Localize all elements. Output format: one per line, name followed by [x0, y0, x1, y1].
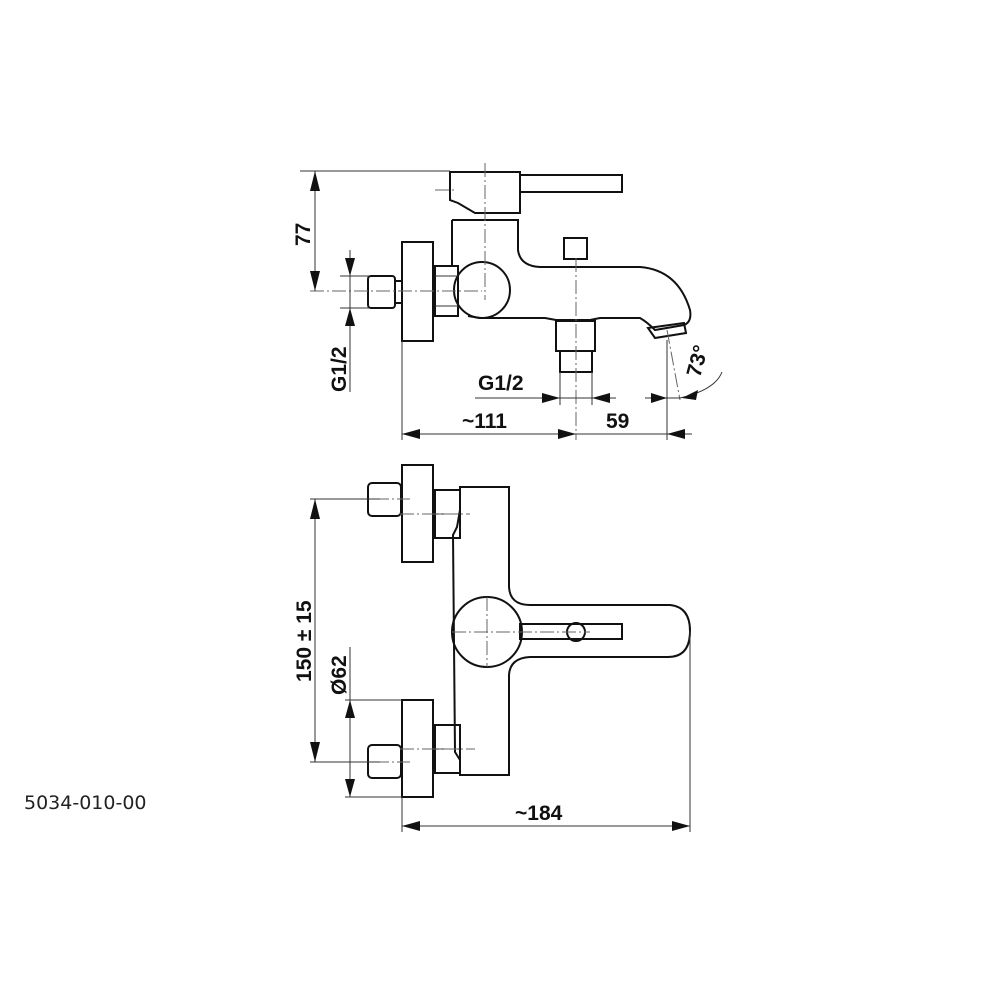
drawing-code: 5034-010-00: [24, 792, 147, 814]
dim-angle-label: 73°: [683, 343, 713, 380]
inlet-connector: [367, 275, 396, 309]
angle-arc: [645, 371, 723, 399]
angle-line: [666, 329, 681, 401]
top-view: 150 ± 15 Ø62 ~184: [293, 464, 692, 832]
dim-111-label: ~111: [462, 410, 507, 433]
dim-diameter-label: Ø62: [328, 655, 351, 695]
mixer-body-top: [451, 486, 692, 776]
handle-lever: [519, 174, 623, 193]
nut: [434, 265, 459, 317]
dim-77-label: 77: [292, 223, 315, 246]
dim-184-label: ~184: [515, 802, 563, 825]
diverter-knob: [563, 237, 588, 260]
mixer-body: [452, 219, 692, 332]
dim-spacing-label: 150 ± 15: [293, 600, 316, 682]
dim-g12-bottom-label: G1/2: [478, 372, 524, 395]
mixer-ball: [453, 261, 511, 319]
arrowheads: [542, 393, 610, 403]
dim-g12-left-label: G1/2: [328, 346, 351, 392]
arrowheads: [651, 390, 698, 403]
arrowheads: [345, 258, 355, 326]
handle-cap: [449, 171, 521, 214]
side-view: 77 G1/2 G1/2 ~111 59 73°: [292, 163, 723, 440]
dim-59-label: 59: [606, 410, 629, 433]
aerator: [646, 321, 688, 340]
